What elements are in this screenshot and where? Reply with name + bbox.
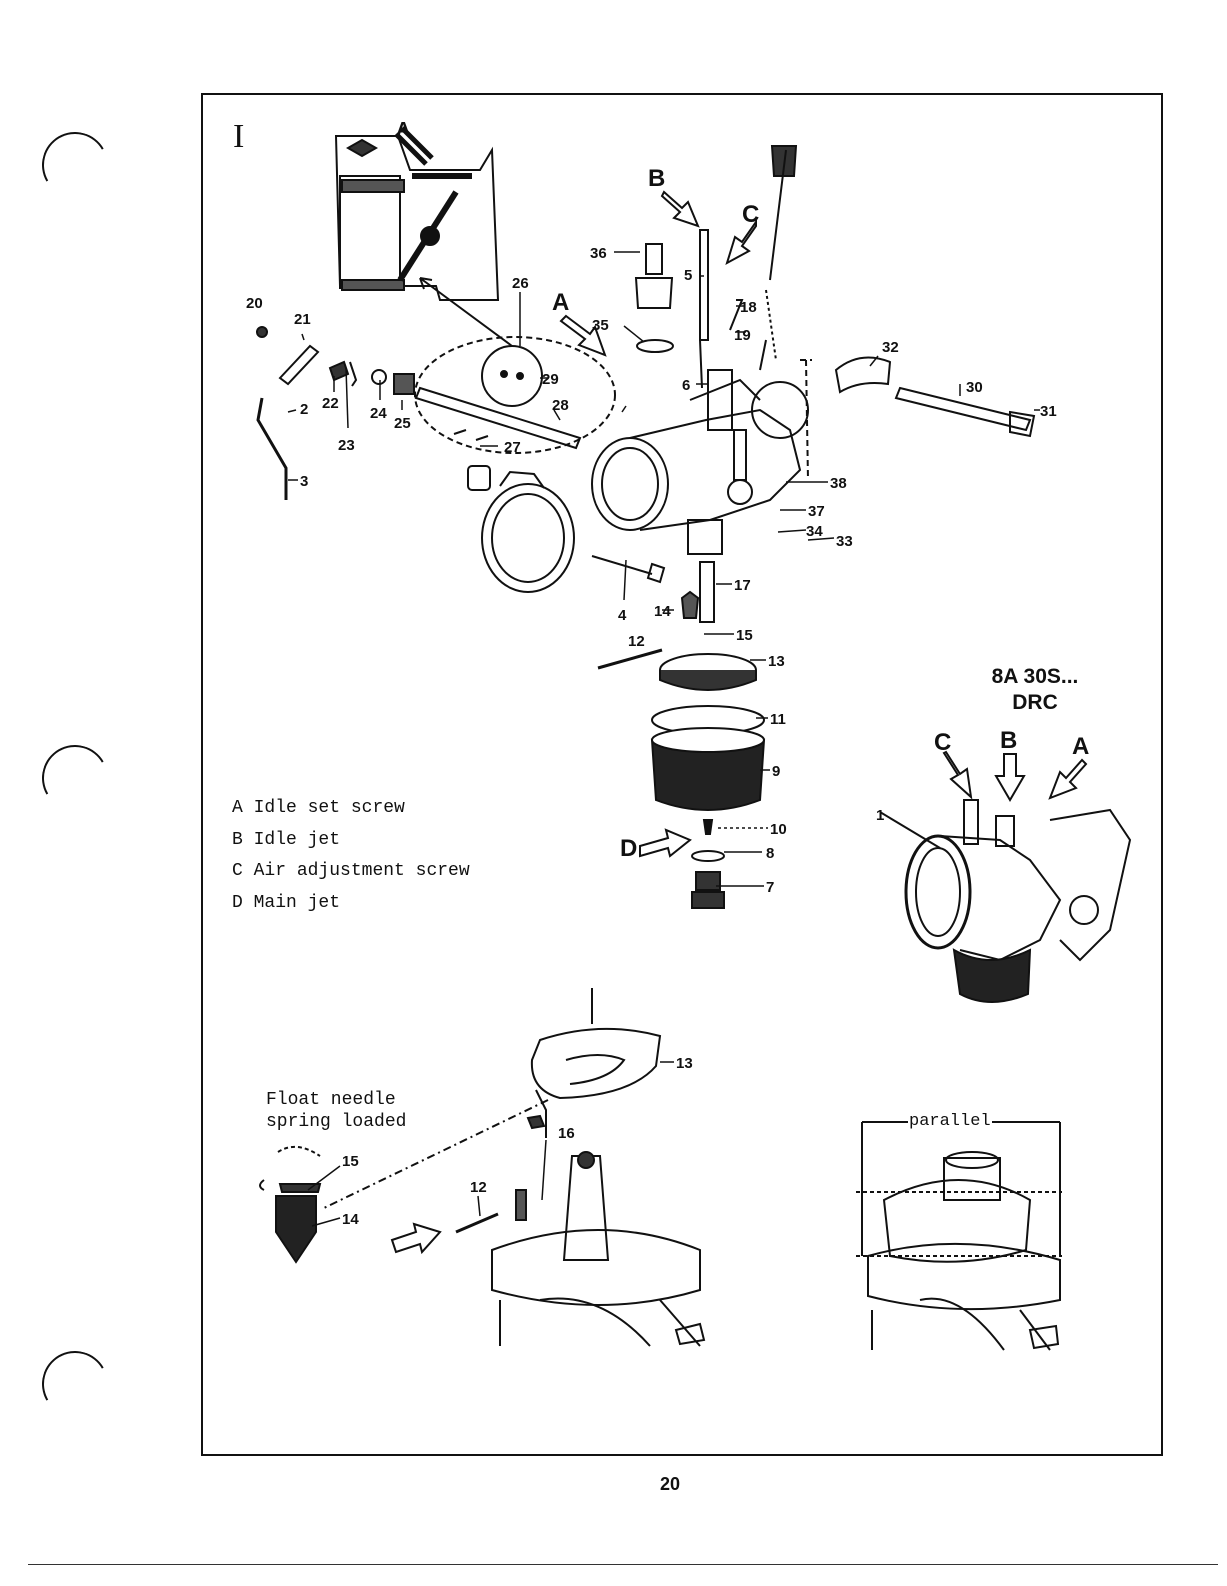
legend-item-d: D Main jet — [232, 888, 470, 920]
clamp-ring — [468, 466, 574, 592]
part-12-lower: 12 — [470, 1179, 487, 1196]
letter-d: D — [620, 835, 637, 862]
part-33: 33 — [836, 533, 853, 550]
part-3: 3 — [300, 473, 308, 490]
throttle-body-inset — [336, 128, 498, 300]
arrow-b-top — [662, 192, 698, 226]
parallel-label: parallel — [908, 1112, 992, 1131]
float-level-view-left — [260, 988, 704, 1346]
letter-a-top: A — [552, 289, 569, 316]
arrow-c-right — [944, 752, 971, 797]
part-10: 10 — [770, 821, 787, 838]
carburetor-body — [592, 340, 808, 554]
part-1: 1 — [876, 807, 884, 824]
screw-4 — [592, 556, 664, 582]
part-14-lower: 14 — [342, 1211, 359, 1228]
part-20: 20 — [246, 295, 263, 312]
part-14: 14 — [654, 603, 671, 620]
part-34: 34 — [806, 523, 823, 540]
part-5: 5 — [684, 267, 692, 284]
letter-a-inset: A — [396, 119, 410, 141]
part-11: 11 — [770, 711, 786, 728]
model-label: 8A 30S...DRC — [985, 664, 1085, 716]
part-37: 37 — [808, 503, 825, 520]
part-7: 7 — [766, 879, 774, 896]
part-27: 27 — [504, 439, 521, 456]
part-8: 8 — [766, 845, 774, 862]
page-number: 20 — [642, 1474, 698, 1495]
letter-b-top: B — [648, 165, 665, 192]
footer-rule — [28, 1564, 1218, 1565]
letter-c-right: C — [934, 729, 951, 756]
part-18: 18 — [740, 299, 757, 316]
part-2: 2 — [300, 401, 308, 418]
part-35: 35 — [592, 317, 609, 334]
part-25: 25 — [394, 415, 411, 432]
arrow-d — [640, 830, 690, 856]
arrow-c-top — [727, 222, 756, 263]
letter-a-right: A — [1072, 733, 1089, 760]
assembled-carburetor-view — [880, 800, 1130, 1002]
arrow-float — [392, 1224, 440, 1252]
part-31: 31 — [1040, 403, 1057, 420]
part-13-lower: 13 — [676, 1055, 693, 1072]
part-36: 36 — [590, 245, 607, 262]
part-12: 12 — [628, 633, 645, 650]
part-15-lower: 15 — [342, 1153, 359, 1170]
part-9: 9 — [772, 763, 780, 780]
part-16: 16 — [558, 1125, 575, 1142]
arrow-a-right — [1050, 760, 1086, 798]
letter-b-right: B — [1000, 727, 1017, 754]
section-label: I — [233, 118, 244, 156]
part-15: 15 — [736, 627, 753, 644]
part-38: 38 — [830, 475, 847, 492]
part-24: 24 — [370, 405, 387, 422]
arrow-b-right — [996, 754, 1024, 800]
part-26: 26 — [512, 275, 529, 292]
part-30: 30 — [966, 379, 983, 396]
part-32: 32 — [882, 339, 899, 356]
part-21: 21 — [294, 311, 311, 328]
part-19: 19 — [734, 327, 751, 344]
part-13: 13 — [768, 653, 785, 670]
legend-item-b: B Idle jet — [232, 825, 470, 857]
part-29: 29 — [542, 371, 559, 388]
legend-item-c: C Air adjustment screw — [232, 856, 470, 888]
letter-c-top: C — [742, 201, 759, 228]
part-17: 17 — [734, 577, 751, 594]
float-level-view-right — [856, 1122, 1062, 1350]
part-22: 22 — [322, 395, 339, 412]
part-6: 6 — [682, 377, 690, 394]
choke-lever — [800, 358, 1034, 481]
legend-item-a: A Idle set screw — [232, 793, 470, 825]
float-and-bowl — [598, 650, 764, 908]
part-23: 23 — [338, 437, 355, 454]
part-4: 4 — [618, 607, 627, 624]
part-28: 28 — [552, 397, 569, 414]
